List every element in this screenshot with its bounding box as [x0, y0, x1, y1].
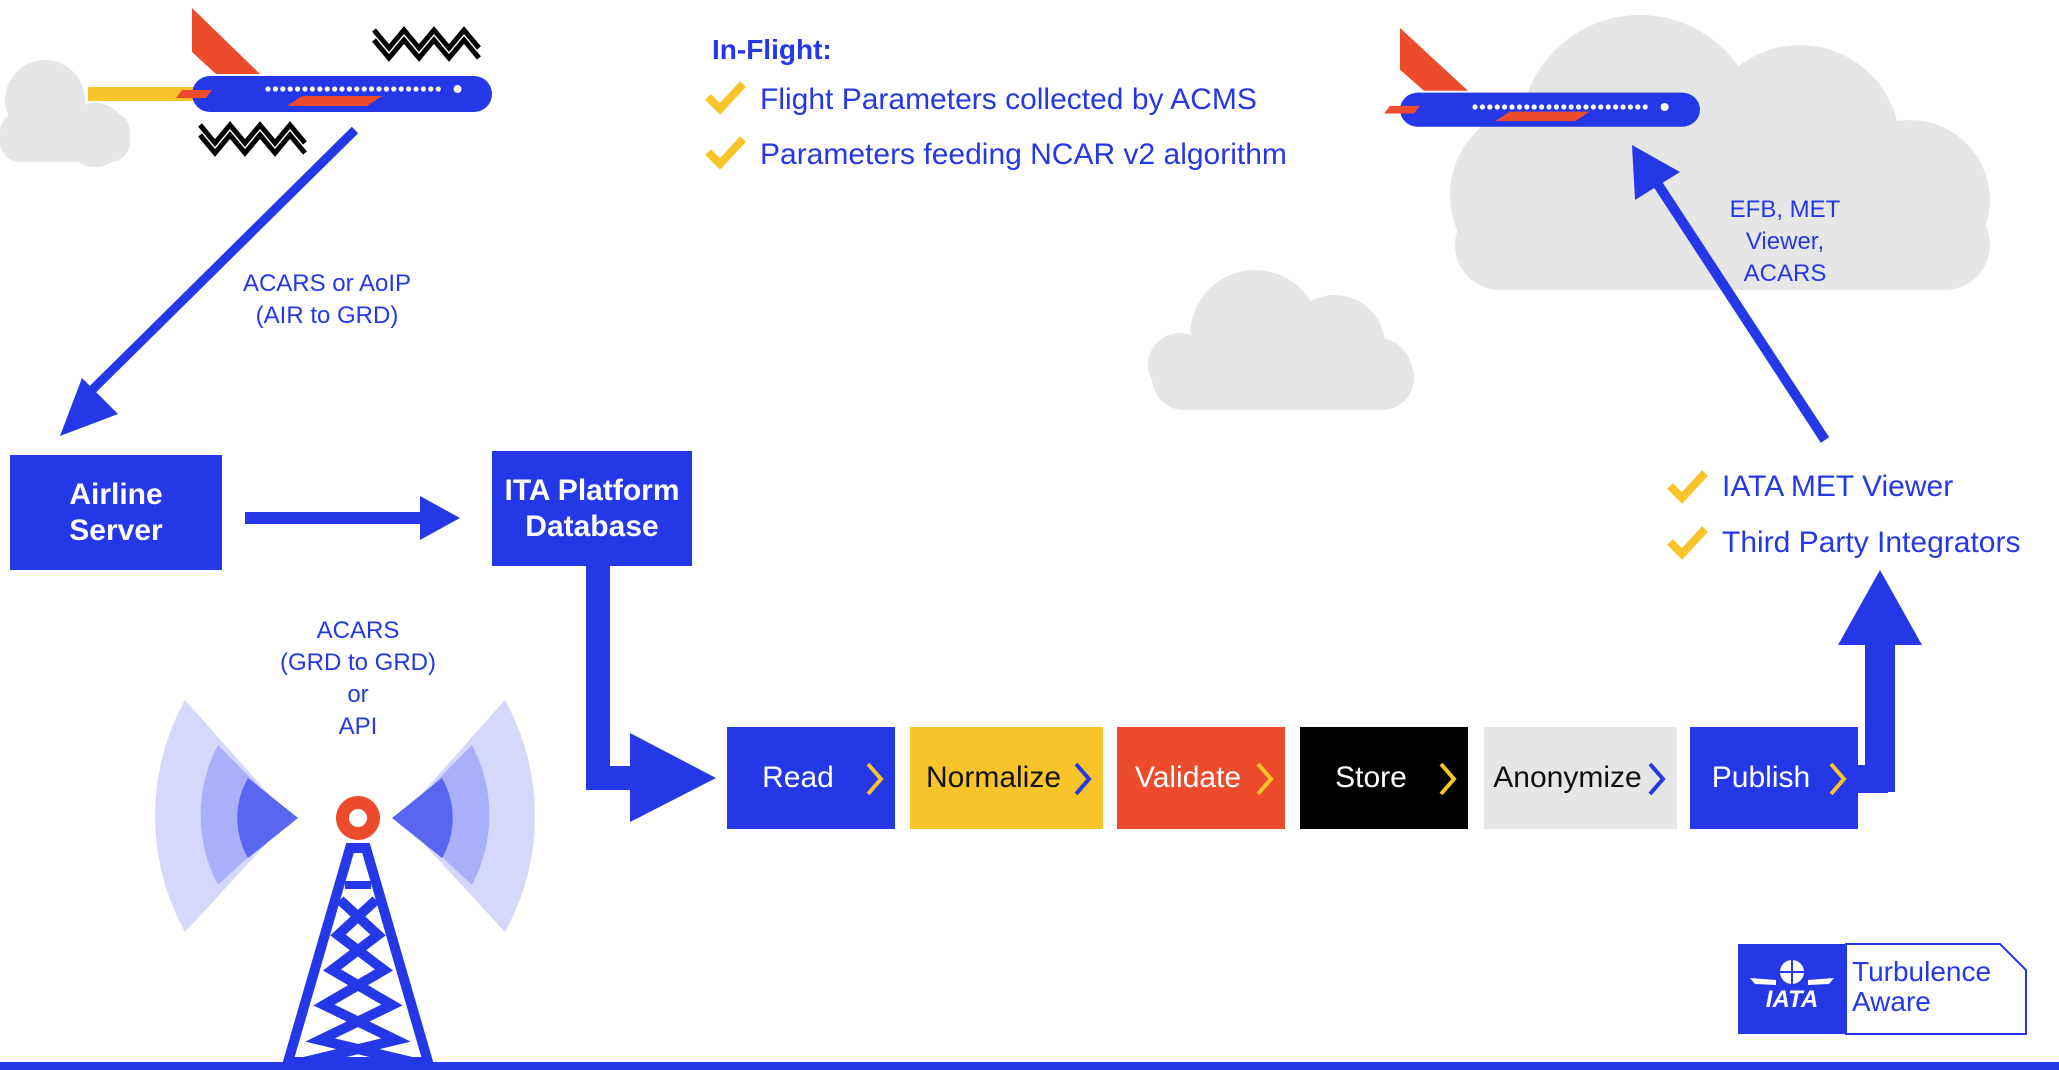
pipeline-step-label: Store [1335, 761, 1407, 794]
airplane-left-icon [88, 8, 492, 157]
pipeline-step-label: Normalize [925, 761, 1062, 794]
turbulence-zigzag-icon [198, 121, 307, 147]
pipeline-step-label: Validate [1134, 761, 1242, 794]
chevron-right-icon [1439, 762, 1457, 796]
link-label-ground-to-ground: ACARS (GRD to GRD) or API [280, 617, 436, 740]
logo-brand: IATA [1765, 986, 1819, 1013]
pipeline-step: Anonymize [1484, 727, 1677, 829]
chevron-right-icon [1074, 762, 1092, 796]
pipeline-step: Validate [1117, 727, 1285, 829]
logo-line-1: Turbulence [1852, 956, 1992, 987]
check-icon [1667, 470, 1708, 504]
cloud-right [1450, 15, 1990, 290]
bottom-bar [0, 1062, 2059, 1070]
pipeline-step: Store [1300, 727, 1468, 829]
in-flight-title: In-Flight: [712, 34, 832, 65]
arrow-air-to-ground [60, 126, 359, 436]
ita-platform-box: ITA Platform Database [492, 451, 692, 566]
link-label-air-to-ground: ACARS or AoIP (AIR to GRD) [242, 270, 412, 329]
in-flight-item: Parameters feeding NCAR v2 algorithm [760, 138, 1287, 171]
cloud-middle [1148, 270, 1414, 410]
chevron-right-icon [1256, 762, 1274, 796]
check-icon [705, 136, 746, 170]
check-icon [1667, 526, 1708, 560]
airplane-right-icon [1384, 28, 1700, 127]
pipeline-step: Read [727, 727, 895, 829]
output-item: Third Party Integrators [1722, 526, 2021, 559]
link-label-uplink: EFB, MET Viewer, ACARS [1729, 196, 1841, 287]
pipeline-step: Normalize [910, 727, 1103, 829]
chevron-right-icon [1829, 762, 1847, 796]
airline-server-box: Airline Server [10, 455, 222, 570]
plane-dots-right [1472, 103, 1669, 111]
pipeline-step-label: Read [762, 761, 834, 794]
pipeline-step: Publish [1690, 727, 1858, 829]
antenna-tower-icon [155, 700, 535, 1067]
turbulence-zigzag-icon [372, 26, 481, 52]
logo-line-2: Aware [1852, 986, 1931, 1017]
cloud-left [0, 60, 130, 167]
arrow-server-to-ita [245, 496, 460, 540]
plane-dots-left [265, 85, 462, 93]
chevron-right-icon [866, 762, 884, 796]
arrow-uplink [1632, 145, 1830, 443]
pipeline-step-label: Anonymize [1493, 761, 1642, 794]
chevron-right-icon [1648, 762, 1666, 796]
pipeline-step-label: Publish [1711, 761, 1811, 794]
arrow-ita-to-pipeline [586, 565, 716, 822]
output-item: IATA MET Viewer [1722, 470, 1954, 503]
iata-logo [1738, 943, 2027, 1035]
check-icon [705, 81, 746, 115]
in-flight-item: Flight Parameters collected by ACMS [760, 83, 1257, 116]
arrow-publish-up [1838, 570, 1922, 793]
